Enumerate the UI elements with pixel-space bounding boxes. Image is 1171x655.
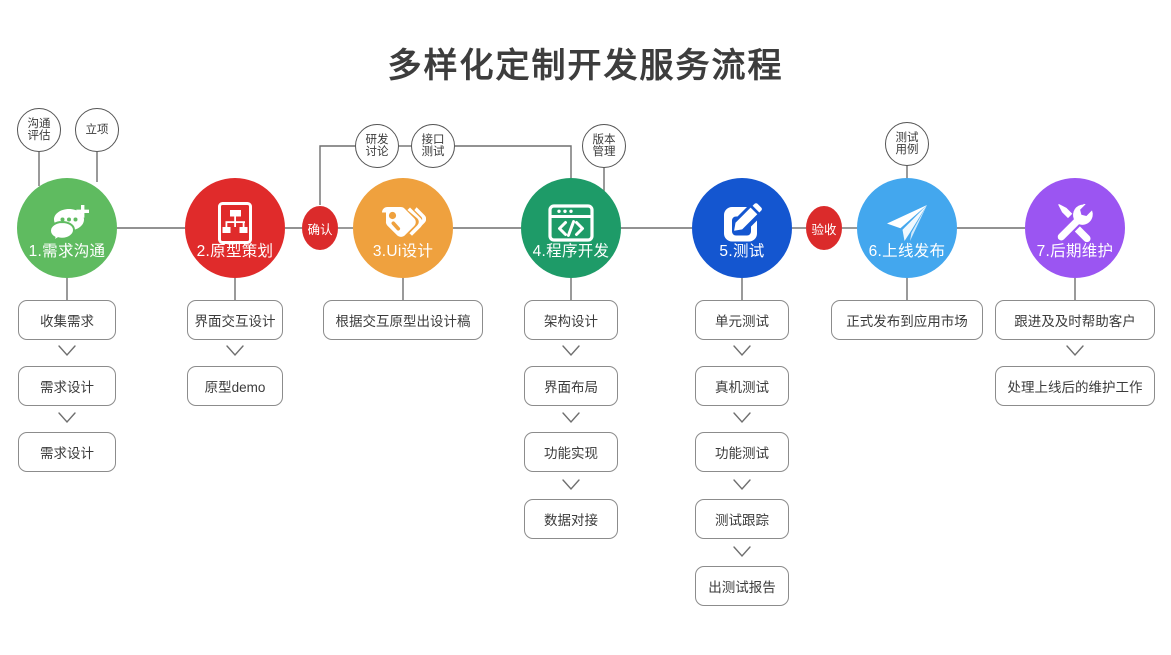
task-box[interactable]: 功能测试 [695, 432, 789, 472]
step-label-5: 5.测试 [719, 243, 765, 260]
page-title: 多样化定制开发服务流程 [387, 47, 784, 85]
bubble-line-2: 测试 [421, 146, 445, 158]
task-label: 处理上线后的维护工作 [1007, 380, 1143, 395]
task-box[interactable]: 真机测试 [695, 366, 789, 406]
task-label: 跟进及及时帮助客户 [1014, 314, 1136, 329]
task-label: 出测试报告 [708, 580, 776, 595]
task-label: 需求设计 [40, 446, 94, 461]
bubble-communication-eval[interactable]: 沟通 评估 [17, 108, 61, 152]
bubble-line-1: 接口 [421, 133, 445, 146]
task-label: 测试跟踪 [715, 513, 769, 528]
task-label: 收集需求 [40, 314, 94, 329]
task-box[interactable]: 界面交互设计 [187, 300, 283, 340]
task-label: 真机测试 [715, 380, 769, 395]
task-box[interactable]: 出测试报告 [695, 566, 789, 606]
task-box[interactable]: 收集需求 [18, 300, 116, 340]
step-label-3: 3.Ui设计 [372, 243, 434, 260]
step-circle-4[interactable]: 4.程序开发 [521, 178, 621, 278]
bubble-line-1: 立项 [85, 123, 109, 136]
badge-confirm[interactable]: 确认 [302, 206, 338, 250]
step-circle-5[interactable]: 5.测试 [692, 178, 792, 278]
bubble-line-2: 用例 [895, 144, 919, 156]
badge-label: 验收 [811, 222, 837, 237]
task-box[interactable]: 正式发布到应用市场 [831, 300, 983, 340]
bubble-test-case[interactable]: 测试 用例 [885, 122, 929, 166]
step-label-2: 2.原型策划 [196, 243, 274, 260]
task-box[interactable]: 功能实现 [524, 432, 618, 472]
task-label: 正式发布到应用市场 [846, 314, 968, 329]
task-label: 根据交互原型出设计稿 [335, 314, 471, 329]
step-label-1: 1.需求沟通 [28, 243, 106, 260]
pencil-edit-icon [692, 202, 792, 244]
bubble-interface-test[interactable]: 接口 测试 [411, 124, 455, 168]
bubble-line-2: 讨论 [365, 146, 389, 158]
badge-label: 确认 [307, 222, 333, 237]
task-box[interactable]: 处理上线后的维护工作 [995, 366, 1155, 406]
task-label: 原型demo [204, 380, 266, 395]
chat-bubbles-plus-icon [17, 202, 117, 244]
step-label-4: 4.程序开发 [532, 243, 610, 260]
step-circle-7[interactable]: 7.后期维护 [1025, 178, 1125, 278]
design-tags-icon [353, 202, 453, 244]
task-box[interactable]: 跟进及及时帮助客户 [995, 300, 1155, 340]
bubble-line-1: 研发 [365, 133, 389, 146]
bubble-line-2: 评估 [27, 130, 51, 142]
task-label: 功能测试 [715, 446, 769, 461]
bubble-project-setup[interactable]: 立项 [75, 108, 119, 152]
task-box[interactable]: 需求设计 [18, 432, 116, 472]
bubble-line-1: 测试 [895, 131, 919, 144]
bubble-rd-discussion[interactable]: 研发 讨论 [355, 124, 399, 168]
task-label: 界面布局 [544, 380, 598, 395]
step-label-6: 6.上线发布 [868, 243, 946, 260]
bubble-line-2: 管理 [592, 146, 616, 158]
document-hierarchy-icon [185, 202, 285, 244]
step-label-7: 7.后期维护 [1036, 243, 1114, 260]
step-circle-2[interactable]: 2.原型策划 [185, 178, 285, 278]
task-box[interactable]: 单元测试 [695, 300, 789, 340]
step-circle-1[interactable]: 1.需求沟通 [17, 178, 117, 278]
step-circle-3[interactable]: 3.Ui设计 [353, 178, 453, 278]
task-box[interactable]: 需求设计 [18, 366, 116, 406]
task-box[interactable]: 测试跟踪 [695, 499, 789, 539]
step-circle-6[interactable]: 6.上线发布 [857, 178, 957, 278]
bubble-line-1: 版本 [592, 133, 616, 146]
task-label: 功能实现 [544, 446, 598, 461]
badge-acceptance[interactable]: 验收 [806, 206, 842, 250]
code-window-icon [521, 202, 621, 244]
wrench-screwdriver-icon [1025, 202, 1125, 244]
task-box[interactable]: 界面布局 [524, 366, 618, 406]
bubble-version-control[interactable]: 版本 管理 [582, 124, 626, 168]
task-box[interactable]: 架构设计 [524, 300, 618, 340]
paper-plane-icon [857, 202, 957, 244]
task-box[interactable]: 根据交互原型出设计稿 [323, 300, 483, 340]
task-box[interactable]: 数据对接 [524, 499, 618, 539]
bubble-line-1: 沟通 [27, 117, 51, 130]
task-label: 架构设计 [544, 314, 598, 329]
task-box[interactable]: 原型demo [187, 366, 283, 406]
task-label: 单元测试 [715, 314, 769, 329]
task-label: 数据对接 [544, 513, 598, 528]
task-label: 需求设计 [40, 380, 94, 395]
task-label: 界面交互设计 [194, 314, 276, 329]
